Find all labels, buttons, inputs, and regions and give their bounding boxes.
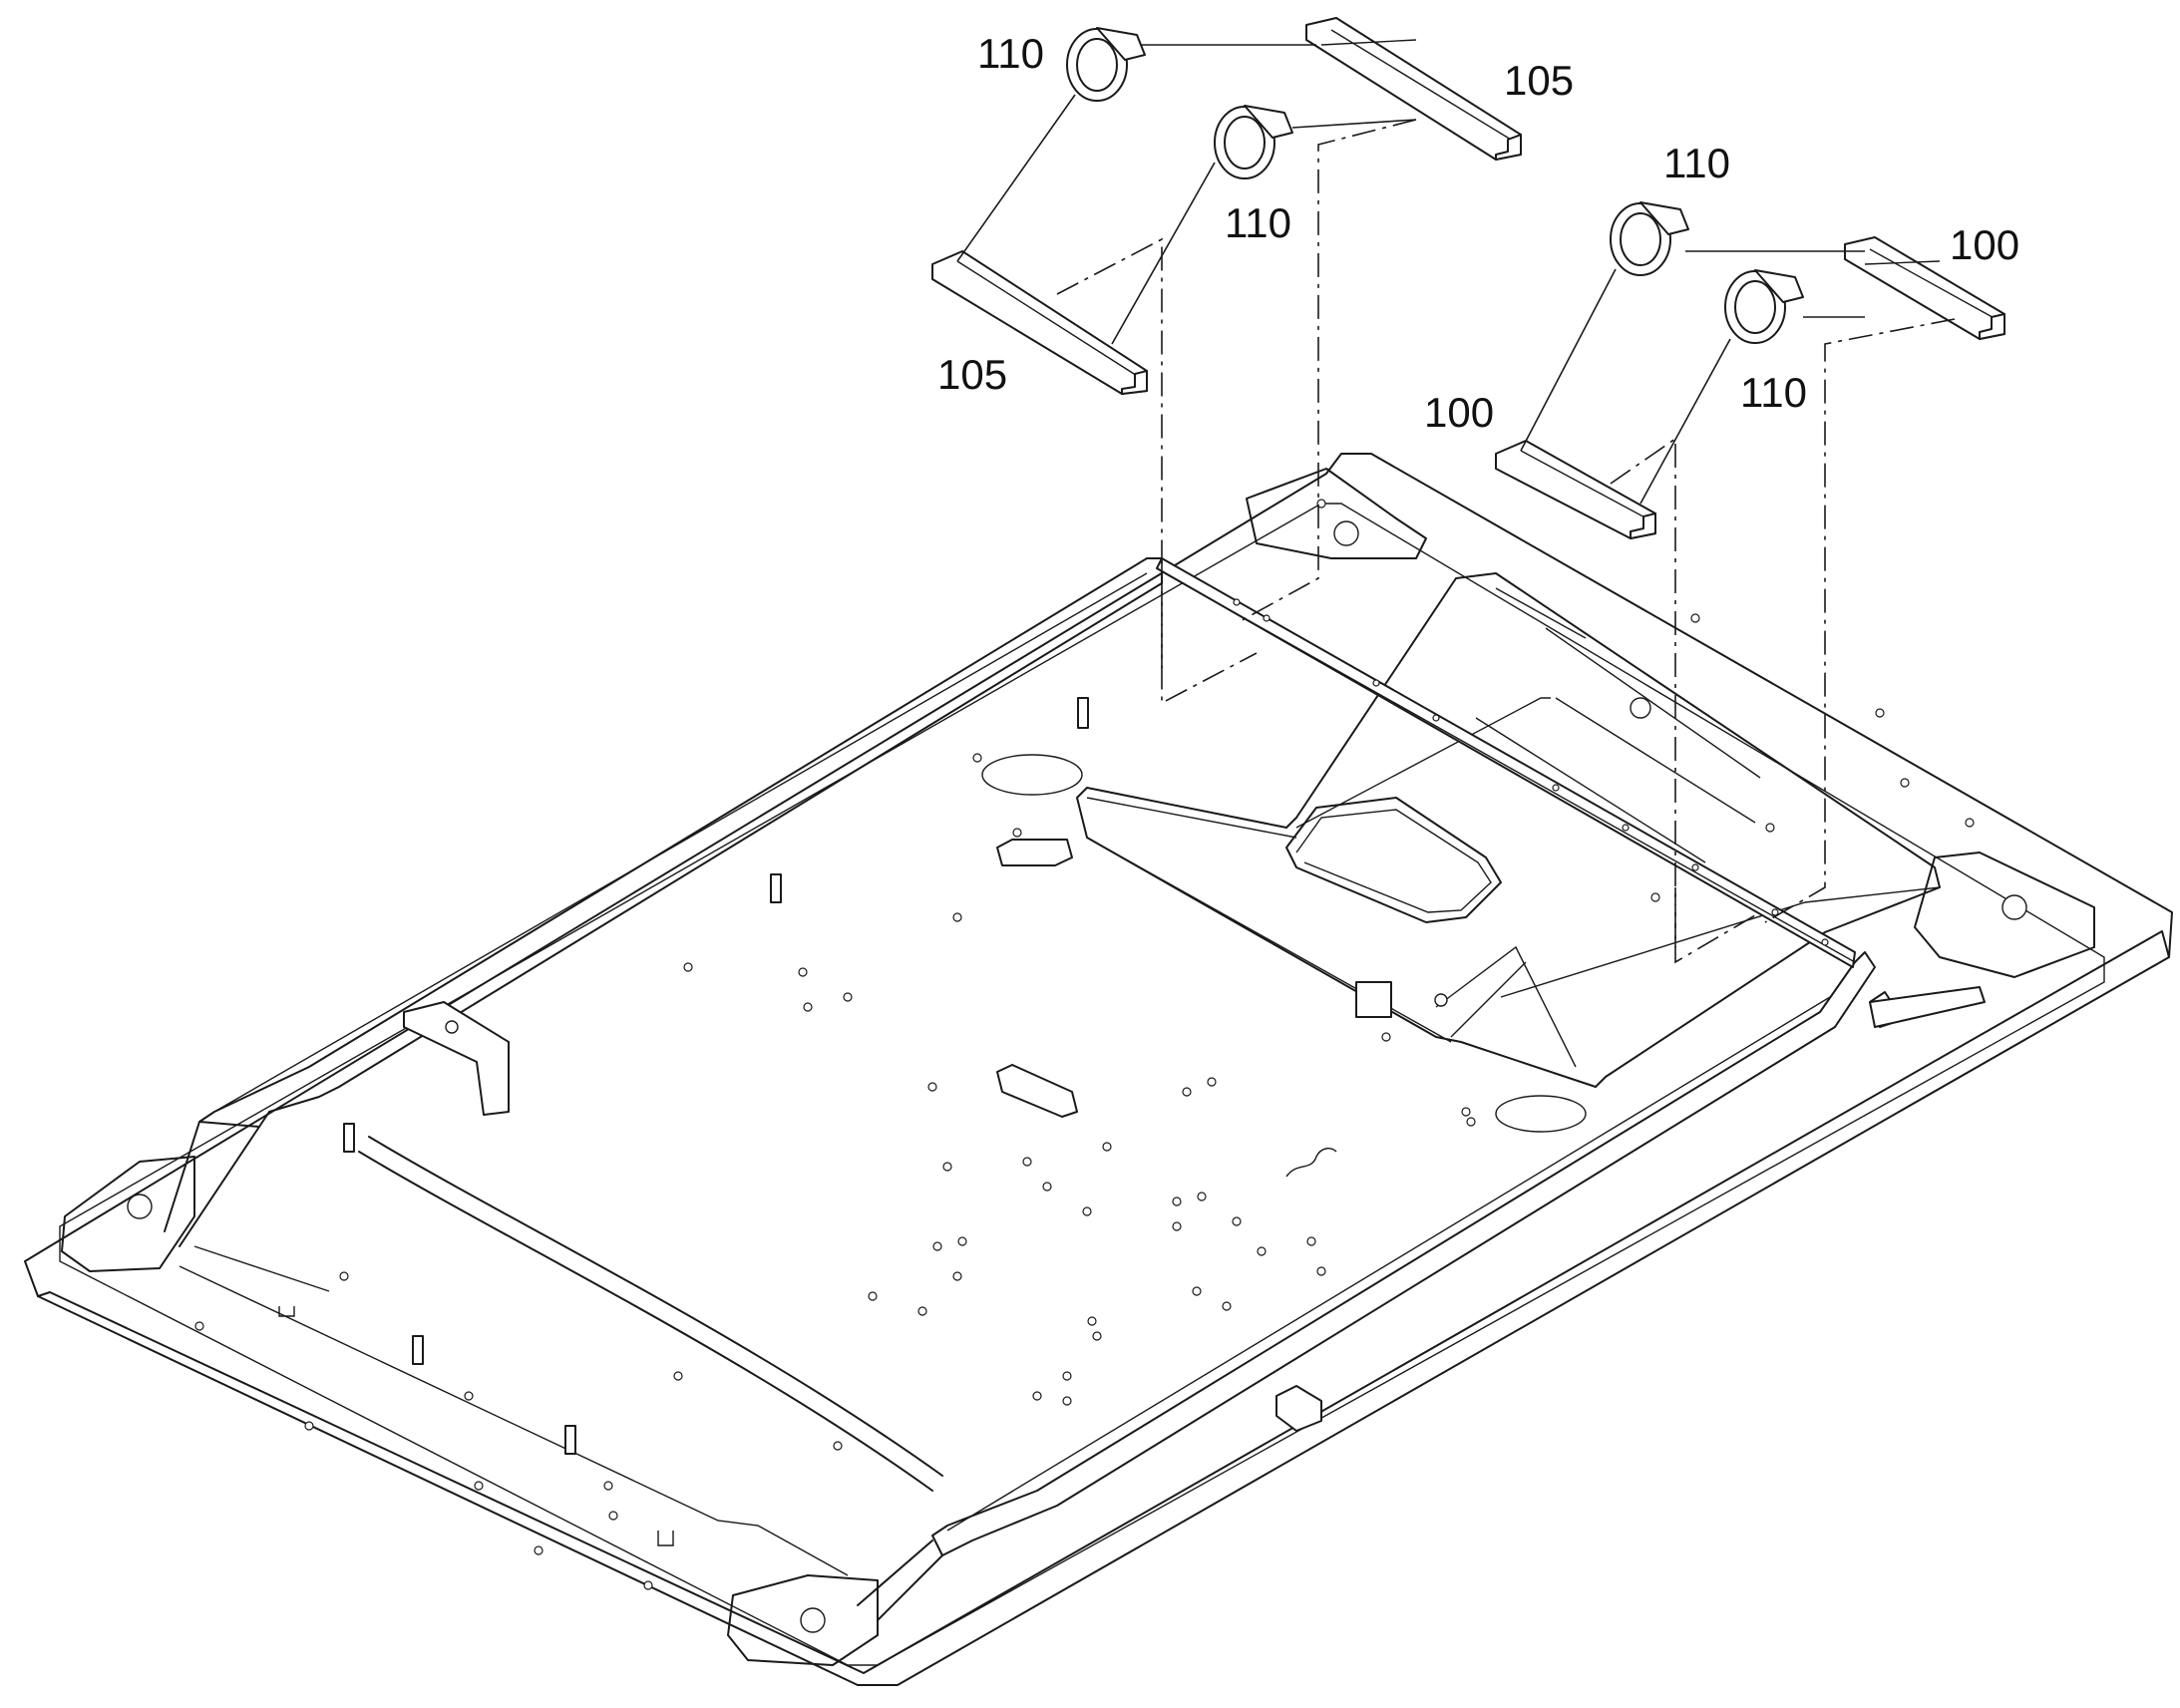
leader-lines bbox=[956, 44, 1865, 505]
callout-rail-c: 100 bbox=[1950, 221, 2019, 268]
callout-clamp-c: 110 bbox=[1663, 140, 1730, 186]
callout-rail-b: 105 bbox=[937, 351, 1007, 398]
callout-clamp-a: 110 bbox=[977, 30, 1044, 77]
rail-100-front bbox=[1495, 440, 1656, 539]
mounting-holes bbox=[194, 499, 1975, 1590]
rail-105-rear bbox=[1305, 17, 1522, 161]
hose-clamp-110-a bbox=[1066, 27, 1146, 102]
callout-rail-a: 105 bbox=[1504, 57, 1574, 104]
callout-clamp-d: 110 bbox=[1740, 369, 1807, 416]
rail-100-rear bbox=[1844, 236, 2005, 340]
base-plate bbox=[24, 453, 2173, 1686]
callout-clamp-b: 110 bbox=[1225, 199, 1291, 246]
callout-rail-d: 100 bbox=[1424, 389, 1494, 436]
hose-clamp-110-d bbox=[1724, 269, 1804, 344]
hose-clamp-110-c bbox=[1610, 201, 1689, 276]
hose-clamp-110-b bbox=[1214, 105, 1293, 179]
rail-105-front bbox=[931, 250, 1148, 395]
assembly-lines bbox=[1056, 119, 1956, 964]
callout-labels: 110 105 110 105 110 100 110 100 bbox=[937, 30, 2019, 436]
